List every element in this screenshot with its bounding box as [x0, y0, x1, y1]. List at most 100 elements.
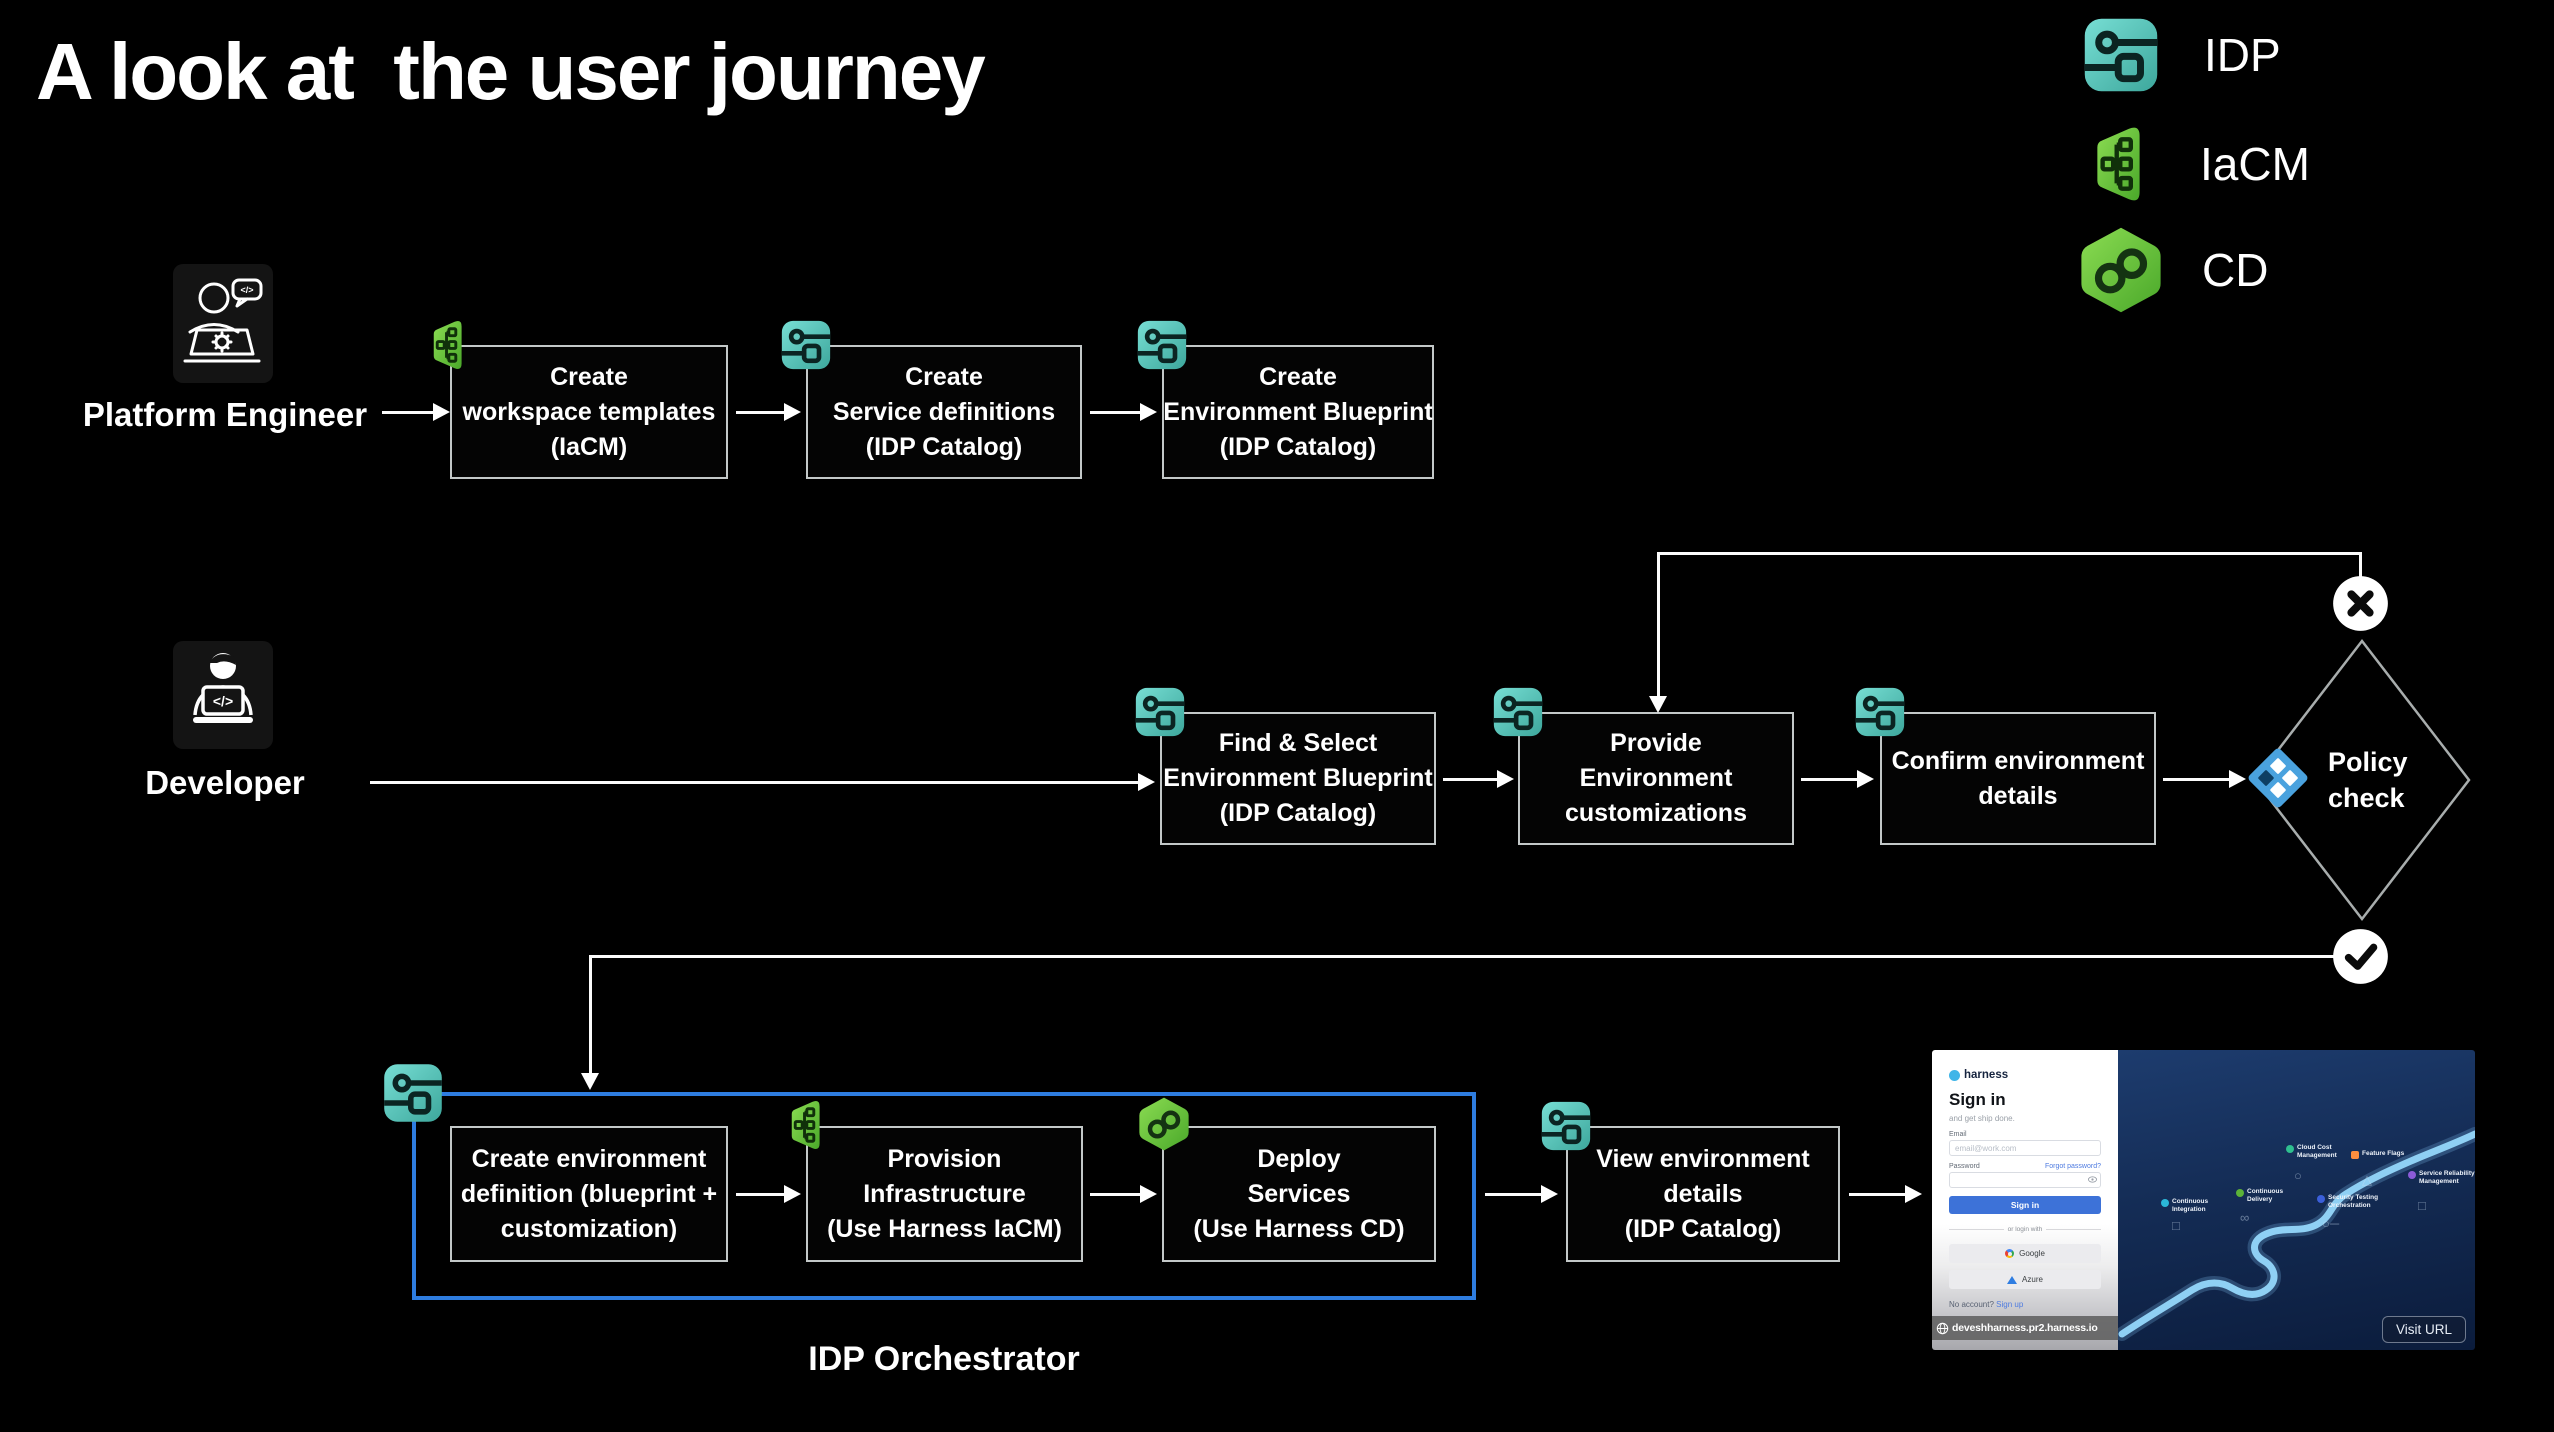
arrow — [1090, 1193, 1140, 1196]
module-cloud-cost-management: Cloud Cost Management — [2286, 1144, 2353, 1159]
forgot-password-link[interactable]: Forgot password? — [2044, 1163, 2101, 1170]
arrowhead — [581, 1073, 599, 1090]
harness-brand: harness — [1964, 1069, 2009, 1081]
ccm-icon — [2286, 1145, 2294, 1153]
arrow — [736, 1193, 784, 1196]
legend-item-cd: CD — [2076, 222, 2268, 318]
harness-logo-icon — [1949, 1069, 1960, 1081]
developer-icon: </> — [173, 641, 273, 749]
persona-label-developer: Developer — [145, 764, 305, 801]
ff-icon — [2351, 1151, 2359, 1159]
cd-icon — [2076, 222, 2166, 318]
step-line: View environment — [1596, 1144, 1810, 1173]
platform-engineer-icon: </> — [173, 264, 273, 383]
success-path-line — [589, 955, 592, 1075]
no-account-row: No account? Sign up — [1949, 1300, 2023, 1309]
globe-icon — [1936, 1322, 1949, 1335]
eye-icon[interactable] — [2088, 1176, 2097, 1183]
azure-icon — [2007, 1275, 2018, 1284]
harness-app-screenshot: harness Sign in and get ship done. Email… — [1932, 1050, 2475, 1350]
step-view-environment-details: View environment details (IDP Catalog) — [1566, 1126, 1840, 1262]
step-line: Environment Blueprint — [1163, 397, 1433, 426]
idp-icon — [780, 319, 832, 371]
module-label: Security Testing Orchestration — [2328, 1194, 2379, 1209]
step-line: customizations — [1565, 799, 1747, 827]
arrow-orchestrator-to-view — [1485, 1193, 1541, 1196]
step-line: Environment — [1579, 764, 1733, 792]
arrowhead — [1138, 773, 1155, 791]
legend-label-iacm: IaCM — [2200, 138, 2310, 190]
arrowhead — [1905, 1185, 1922, 1203]
visit-url-button[interactable]: Visit URL — [2381, 1316, 2466, 1343]
divider-text: or login with — [2007, 1226, 2043, 1233]
url-strip: deveshharness.pr2.harness.io — [1932, 1316, 2118, 1340]
google-login-button[interactable]: Google — [1949, 1244, 2101, 1263]
no-account-text: No account? — [1949, 1300, 1994, 1309]
step-find-select-blueprint: Find & Select Environment Blueprint (IDP… — [1160, 712, 1436, 845]
infinity-glyph: ∞ — [2240, 1210, 2250, 1225]
sign-up-link[interactable]: Sign up — [1996, 1300, 2024, 1309]
svg-text:</>: </> — [240, 285, 253, 295]
harness-logo: harness — [1949, 1069, 2008, 1081]
idp-icon — [1136, 319, 1188, 371]
signin-button[interactable]: Sign in — [1949, 1196, 2101, 1214]
harness-journey-illustration: Continuous Integration Continuous Delive… — [2118, 1050, 2475, 1350]
policy-icon — [2248, 748, 2308, 808]
cube-glyph: □ — [2172, 1218, 2180, 1233]
signin-heading: Sign in — [1949, 1090, 2006, 1109]
policy-line: check — [2328, 783, 2405, 813]
environment-url: deveshharness.pr2.harness.io — [1952, 1322, 2098, 1334]
iacm-icon — [2078, 116, 2166, 212]
step-create-environment-blueprint: Create Environment Blueprint (IDP Catalo… — [1162, 345, 1434, 479]
policy-line: Policy — [2328, 747, 2408, 777]
step-line: details — [1978, 781, 2058, 810]
step-line: details — [1663, 1179, 1743, 1208]
coin-glyph: ○ — [2294, 1168, 2302, 1183]
legend-item-iacm: IaCM — [2078, 116, 2310, 212]
arrowhead — [1541, 1185, 1558, 1203]
step-line: Environment Blueprint — [1163, 764, 1433, 792]
step-provide-customizations: Provide Environment customizations — [1518, 712, 1794, 845]
policy-check-diamond — [2253, 638, 2471, 922]
page-title: A look at the user journey — [36, 27, 986, 116]
orchestrator-label: IDP Orchestrator — [808, 1340, 1080, 1378]
x-circle-icon — [2333, 576, 2388, 631]
step-confirm-environment-details: Confirm environment details — [1880, 712, 2156, 845]
fail-path-line — [1658, 552, 2362, 555]
google-icon — [2005, 1249, 2015, 1258]
box-glyph: □ — [2418, 1198, 2426, 1213]
step-line: Confirm environment — [1891, 746, 2145, 775]
module-continuous-integration: Continuous Integration — [2161, 1198, 2228, 1213]
email-field[interactable] — [1949, 1140, 2101, 1156]
ci-icon — [2161, 1199, 2169, 1207]
journey-road — [2118, 1127, 2475, 1341]
step-line: (IDP Catalog) — [865, 432, 1023, 461]
arrowhead — [1857, 770, 1874, 788]
arrowhead — [1649, 696, 1667, 713]
step-line: Provision — [887, 1144, 1002, 1173]
fail-path-line — [2359, 552, 2362, 578]
module-label: Feature Flags — [2362, 1150, 2405, 1157]
legend-label-cd: CD — [2202, 244, 2269, 296]
check-circle-icon — [2333, 929, 2388, 984]
password-field[interactable] — [1949, 1172, 2101, 1188]
step-line: definition (blueprint + — [460, 1179, 718, 1208]
sto-icon — [2317, 1195, 2325, 1203]
arrow — [1801, 778, 1857, 781]
cone-glyph: △ — [2362, 1172, 2372, 1187]
persona-label-platform-engineer: Platform Engineer — [82, 396, 368, 433]
arrowhead — [1497, 770, 1514, 788]
cd-icon — [1136, 1096, 1192, 1152]
login-divider: or login with — [1949, 1226, 2101, 1233]
iacm-icon — [421, 316, 479, 374]
svg-text:</>: </> — [213, 693, 233, 709]
fail-path-line — [1657, 552, 1660, 698]
arrowhead — [1140, 403, 1157, 421]
module-service-reliability: Service Reliability Management — [2408, 1170, 2475, 1185]
azure-login-button[interactable]: Azure — [1949, 1270, 2101, 1289]
google-label: Google — [2019, 1249, 2045, 1258]
success-path-line — [590, 955, 2334, 958]
arrowhead — [784, 403, 801, 421]
srm-icon — [2408, 1171, 2416, 1179]
step-line: (IaCM) — [550, 432, 628, 461]
